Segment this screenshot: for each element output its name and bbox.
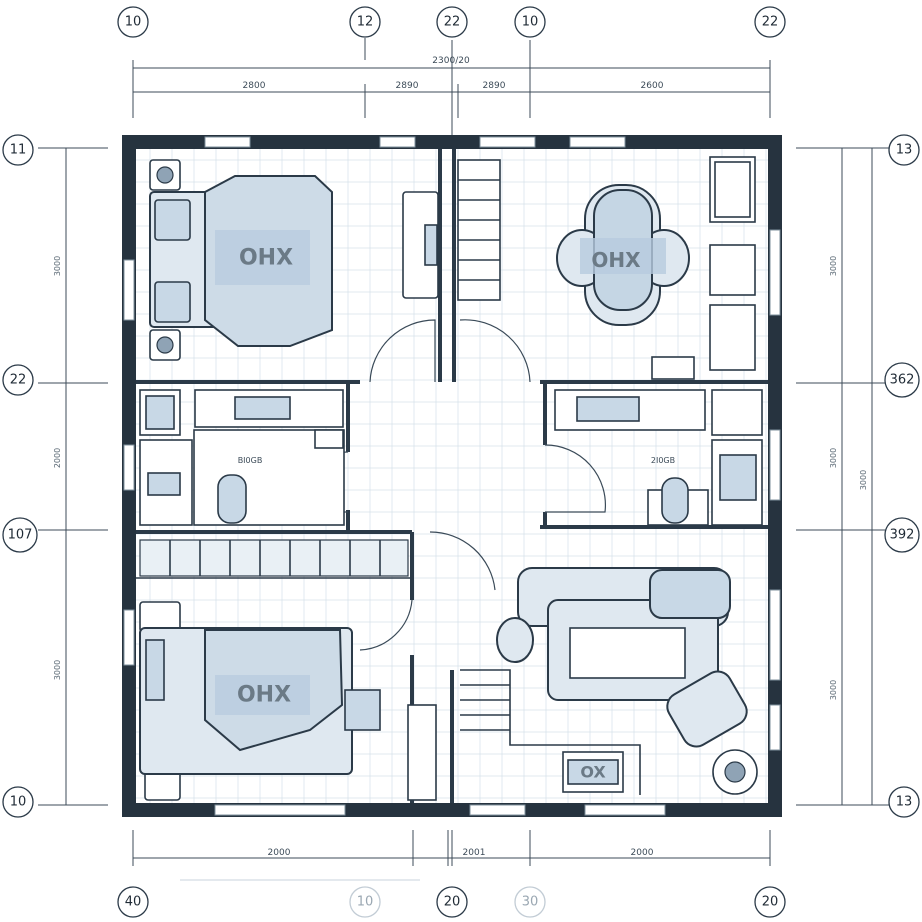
- svg-text:10: 10: [522, 15, 539, 30]
- dining-label: OHX: [591, 248, 641, 272]
- hall-steps: [139, 539, 409, 577]
- grid-bubble-bottom-5: 20: [754, 886, 786, 918]
- svg-text:13: 13: [896, 143, 913, 158]
- bottom-dimensions: [132, 830, 771, 881]
- living-sofa: [496, 567, 758, 795]
- right-dimensions: [796, 147, 890, 806]
- svg-text:20: 20: [444, 895, 461, 910]
- bottom-dimension-2: 2001: [463, 848, 486, 858]
- grid-bubble-left-1: 11: [2, 134, 34, 166]
- bedroom-top-bed: [149, 159, 333, 361]
- grid-bubble-right-1: 13: [888, 134, 920, 166]
- left-dimensions: [38, 147, 108, 806]
- svg-text:11: 11: [10, 143, 27, 158]
- bath-left-label: BI0GB: [238, 456, 263, 465]
- top-dimension-4: 2600: [641, 81, 664, 91]
- top-dimension-1: 2800: [243, 81, 266, 91]
- right-dimension-1: 3000: [829, 256, 838, 276]
- top-overall-dimension: 2300/20: [432, 56, 470, 66]
- bedroom-bottom-label: OHX: [237, 683, 291, 708]
- bath-left: [139, 389, 345, 526]
- cabinets-right: [651, 156, 756, 380]
- right-dimension-3: 3000: [829, 680, 838, 700]
- svg-text:10: 10: [125, 15, 142, 30]
- bath-right: [554, 389, 763, 526]
- desk-top: [402, 191, 439, 299]
- right-overall-dimension: 3000: [859, 470, 868, 490]
- bottom-dimension-1: 2000: [268, 848, 291, 858]
- bath-right-label: 2I0GB: [651, 456, 675, 465]
- svg-text:12: 12: [357, 15, 374, 30]
- top-dimension-2: 2890: [396, 81, 419, 91]
- grid-bubble-right-3: 392: [884, 517, 920, 553]
- grid-bubble-right-4: 13: [888, 786, 920, 818]
- bottom-dimension-3: 2000: [631, 848, 654, 858]
- svg-text:40: 40: [125, 895, 142, 910]
- grid-bubble-top-4: 10: [514, 6, 546, 38]
- svg-text:392: 392: [890, 528, 915, 543]
- svg-text:13: 13: [896, 795, 913, 810]
- svg-text:362: 362: [890, 373, 915, 388]
- kitchen-box: [562, 751, 624, 793]
- right-dimension-2: 3000: [829, 448, 838, 468]
- svg-text:22: 22: [762, 15, 779, 30]
- grid-bubble-right-2: 362: [884, 362, 920, 398]
- grid-bubble-top-3: 22: [436, 6, 468, 38]
- grid-bubble-top-2: 12: [349, 6, 381, 38]
- top-dimensions: [132, 38, 771, 140]
- svg-text:22: 22: [444, 15, 461, 30]
- dining-table: [556, 184, 690, 326]
- left-dimension-2: 2000: [53, 448, 62, 468]
- svg-text:20: 20: [762, 895, 779, 910]
- top-dimension-3: 2890: [483, 81, 506, 91]
- svg-text:22: 22: [10, 373, 27, 388]
- interior-walls: [136, 149, 768, 803]
- grid-bubble-bottom-1: 40: [117, 886, 149, 918]
- svg-text:10: 10: [357, 895, 374, 910]
- left-dimension-1: 3000: [53, 256, 62, 276]
- grid-bubble-bottom-4: 30: [514, 886, 546, 918]
- grid-bubble-left-4: 10: [2, 786, 34, 818]
- svg-text:30: 30: [522, 895, 539, 910]
- grid-bubble-left-3: 107: [2, 517, 38, 553]
- windows: [123, 136, 781, 816]
- grid-bubble-bottom-2: 10: [349, 886, 381, 918]
- stair-top: [457, 159, 501, 301]
- stair-bottom: [460, 669, 641, 795]
- svg-text:10: 10: [10, 795, 27, 810]
- grid-bubble-top-1: 10: [117, 6, 149, 38]
- svg-text:107: 107: [8, 528, 33, 543]
- bedroom-bottom-bed: [139, 601, 437, 801]
- kitchen-box-label: OX: [580, 763, 606, 782]
- left-dimension-3: 3000: [53, 660, 62, 680]
- grid-bubble-top-5: 22: [754, 6, 786, 38]
- grid-bubble-left-2: 22: [2, 364, 34, 396]
- grid-bubble-bottom-3: 20: [436, 886, 468, 918]
- bedroom-top-label: OHX: [239, 246, 293, 271]
